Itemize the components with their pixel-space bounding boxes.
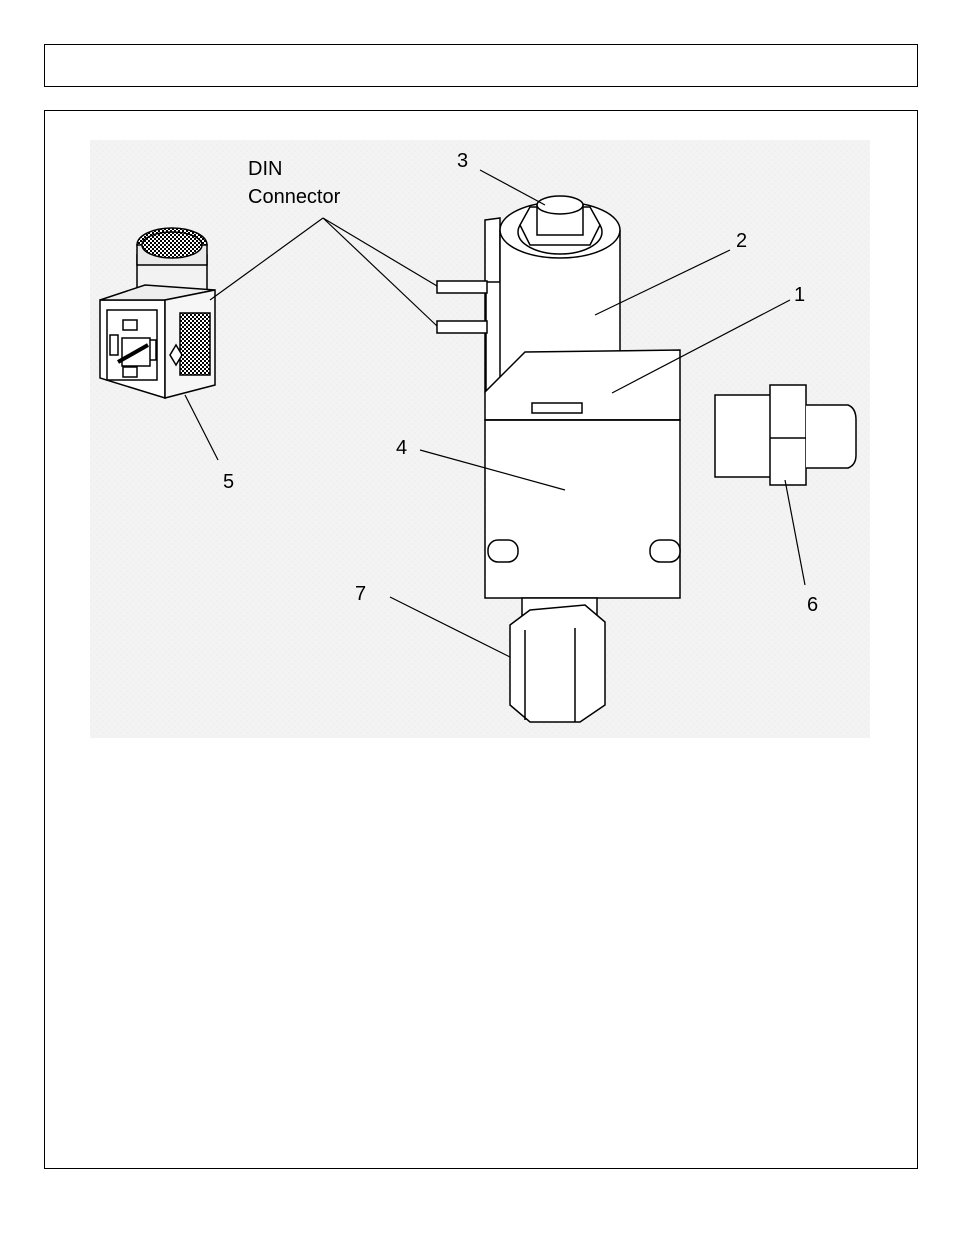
callout-4: 4 — [396, 437, 407, 459]
callout-3: 3 — [457, 150, 468, 172]
callout-5: 5 — [223, 471, 234, 493]
din-connector-label-line1: DIN — [248, 158, 282, 180]
callout-2: 2 — [736, 230, 747, 252]
callout-7: 7 — [355, 583, 366, 605]
callout-1: 1 — [794, 284, 805, 306]
callout-6: 6 — [807, 594, 818, 616]
din-connector-label-line2: Connector — [248, 186, 341, 208]
